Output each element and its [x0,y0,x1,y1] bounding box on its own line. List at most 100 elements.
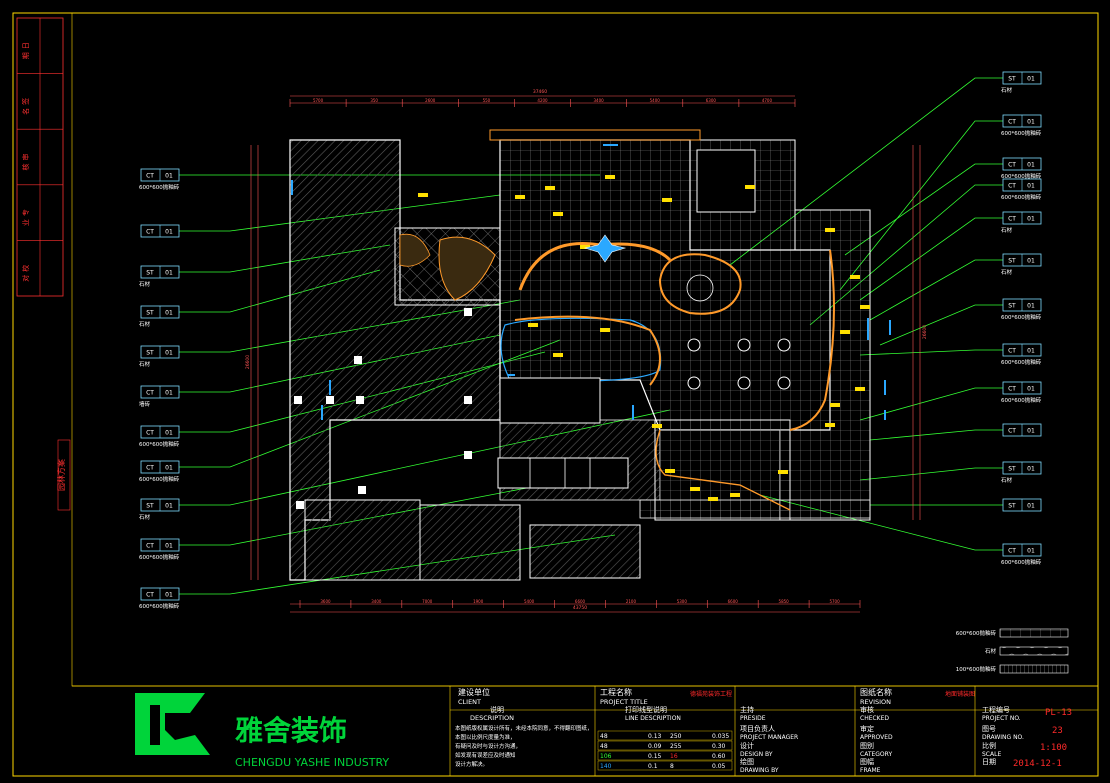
leader-right-4 [859,217,1003,301]
tag-code: CT [1008,548,1016,555]
strip-cell-3: 名 [21,108,30,115]
tag-code: CT [1008,348,1016,355]
tag-caption: 石材 [139,320,151,328]
column-2 [777,338,791,352]
tag-caption: 600*600抛釉砖 [1001,129,1042,137]
tag-code: CT [146,465,154,472]
drawing-name-cn: 图纸名称 [860,687,892,697]
line-cell-b: 0.13 [648,733,662,740]
tag-number: 01 [165,390,173,397]
tag-number: 01 [165,270,173,277]
room-label-8 [600,328,610,332]
pillar-3 [464,396,472,404]
tag-caption: 石材 [1001,476,1013,484]
dim-segment-8: 4700 [762,98,773,103]
leader-right-7 [859,349,1003,356]
right-curve-border [789,249,835,431]
leader-right-8 [859,387,1003,421]
stone-feature-2 [399,233,431,267]
line-cell-d: 0.05 [712,763,726,770]
project-label-cn: 工程名称 [600,687,632,697]
column-1 [737,338,751,352]
room-label-23 [665,469,675,473]
column-4 [737,376,751,390]
columns [294,308,791,509]
dim-segment-5: 6600 [575,599,586,604]
room-label-6 [553,353,563,357]
room-label-7 [528,323,538,327]
tag-number: 01 [1027,386,1035,393]
pillar-0 [294,396,302,404]
lower-right-hall-tiled [654,419,791,521]
lower-arc-border [655,429,791,511]
dim-segment-6: 5400 [650,98,661,103]
tag-code: CT [1008,386,1016,393]
leader-right-2 [844,163,1003,256]
project-title-value: 德福苑装饰工程 [690,690,732,698]
tag-caption: 石材 [1001,86,1013,94]
pillar-2 [356,396,364,404]
line-cell-d: 0.60 [712,753,726,760]
logo-subtitle: CHENGDU YASHE INDUSTRY [235,756,389,769]
client-label-en: CLIENT [458,698,481,706]
strip-cell-7: 业 [21,219,30,226]
drawing-cn: 绘图 [740,757,754,766]
bottom-strip-tiled [639,499,871,519]
title-block: 雅舍装饰 CHENGDU YASHE INDUSTRY 建设单位 CLIENT … [72,685,1098,776]
dim-segment-1: 3400 [371,599,382,604]
line-cell-c: 255 [670,743,682,750]
tag-code: CT [146,592,154,599]
tag-code: ST [146,350,154,357]
tag-number: 01 [165,430,173,437]
dim-segment-3: 1900 [473,599,484,604]
tag-code: CT [146,430,154,437]
pillar-5 [354,356,362,364]
tag-caption: 600*600抛釉砖 [1001,558,1042,566]
legend-swatch [999,628,1069,638]
room-label-10 [745,185,755,189]
strip-cell-2: 签 [21,98,30,105]
line-cell-a: 48 [600,733,608,740]
room-label-21 [690,487,700,491]
core-block-2 [696,149,756,213]
dim-segment-5: 3400 [594,98,605,103]
tag-code: ST [1008,258,1016,265]
dim-segment-7: 6300 [706,98,717,103]
tag-code: CT [146,173,154,180]
project-label-en: PROJECT TITLE [600,698,648,706]
oval-lounge-orange [514,315,661,386]
line-cell-b: 0.1 [648,763,658,770]
tag-code: ST [1008,503,1016,510]
desc-note-1: 本图以比例尺度量为准， [455,733,516,741]
tag-caption: 600*600抛釉砖 [139,183,180,191]
tag-number: 01 [1027,162,1035,169]
lower-block-hatched [304,499,421,581]
line-desc-cn: 打印线型说明 [625,705,667,714]
line-desc-en: LINE DESCRIPTION [625,715,681,722]
column-3 [687,376,701,390]
room-label-11 [825,228,835,232]
legend-item-2: 100*600抛釉砖 [956,664,1069,674]
manager-cn: 项目负责人 [740,724,775,733]
column-5 [777,376,791,390]
tag-caption: 600*600抛釉砖 [1001,193,1042,201]
dimension-left: 26600 [245,145,259,580]
room-label-9 [662,198,672,202]
line-cell-c: 16 [670,753,678,760]
tag-number: 01 [165,350,173,357]
dim-segment-4: 4200 [537,98,548,103]
dim-top-total: 37460 [533,89,547,95]
pillar-6 [464,308,472,316]
